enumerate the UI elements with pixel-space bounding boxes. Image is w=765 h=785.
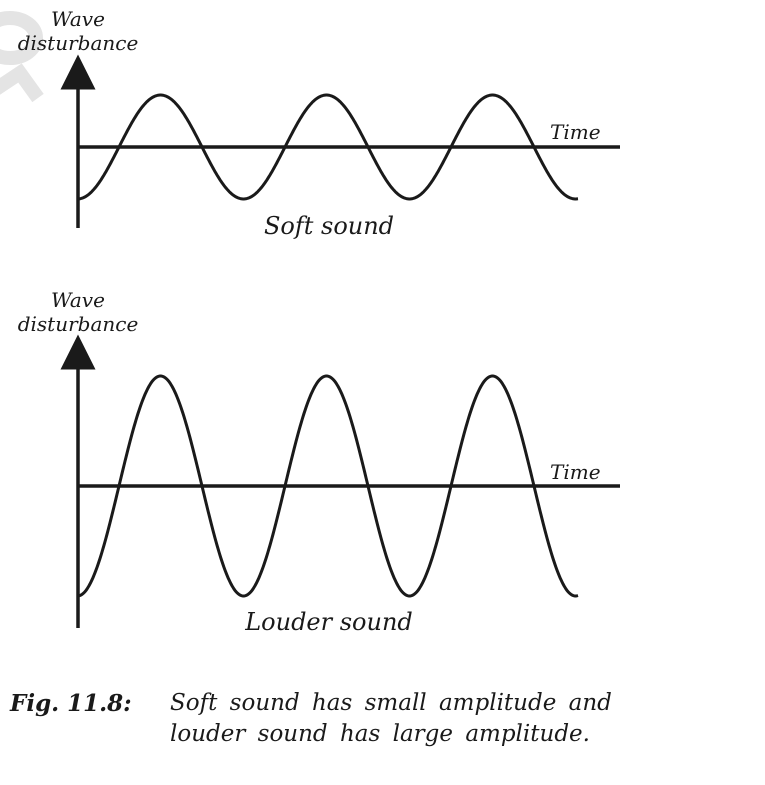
caption-text: Soft sound has small amplitude and loude… bbox=[170, 690, 612, 747]
louder-sound-wave bbox=[77, 374, 579, 598]
y-axis-label-line2: disturbance bbox=[18, 312, 139, 336]
x-axis-label: Time bbox=[550, 460, 601, 484]
panel-title: Louder sound bbox=[244, 608, 413, 636]
soft-sound-wave bbox=[77, 93, 579, 201]
y-axis-label-line2: disturbance bbox=[18, 31, 139, 55]
wave-figure: Wave disturbance Time Soft sound Wave di… bbox=[18, 7, 620, 636]
figure-number: Fig. 11.8: bbox=[10, 690, 132, 717]
y-axis-label-line1: Wave bbox=[51, 7, 105, 31]
soft-sound-panel: Wave disturbance Time Soft sound bbox=[18, 7, 620, 240]
x-axis-label: Time bbox=[550, 120, 601, 144]
y-axis-label-line1: Wave bbox=[51, 288, 105, 312]
louder-sound-panel: Wave disturbance Time Louder sound bbox=[18, 288, 620, 636]
panel-title: Soft sound bbox=[264, 212, 394, 240]
